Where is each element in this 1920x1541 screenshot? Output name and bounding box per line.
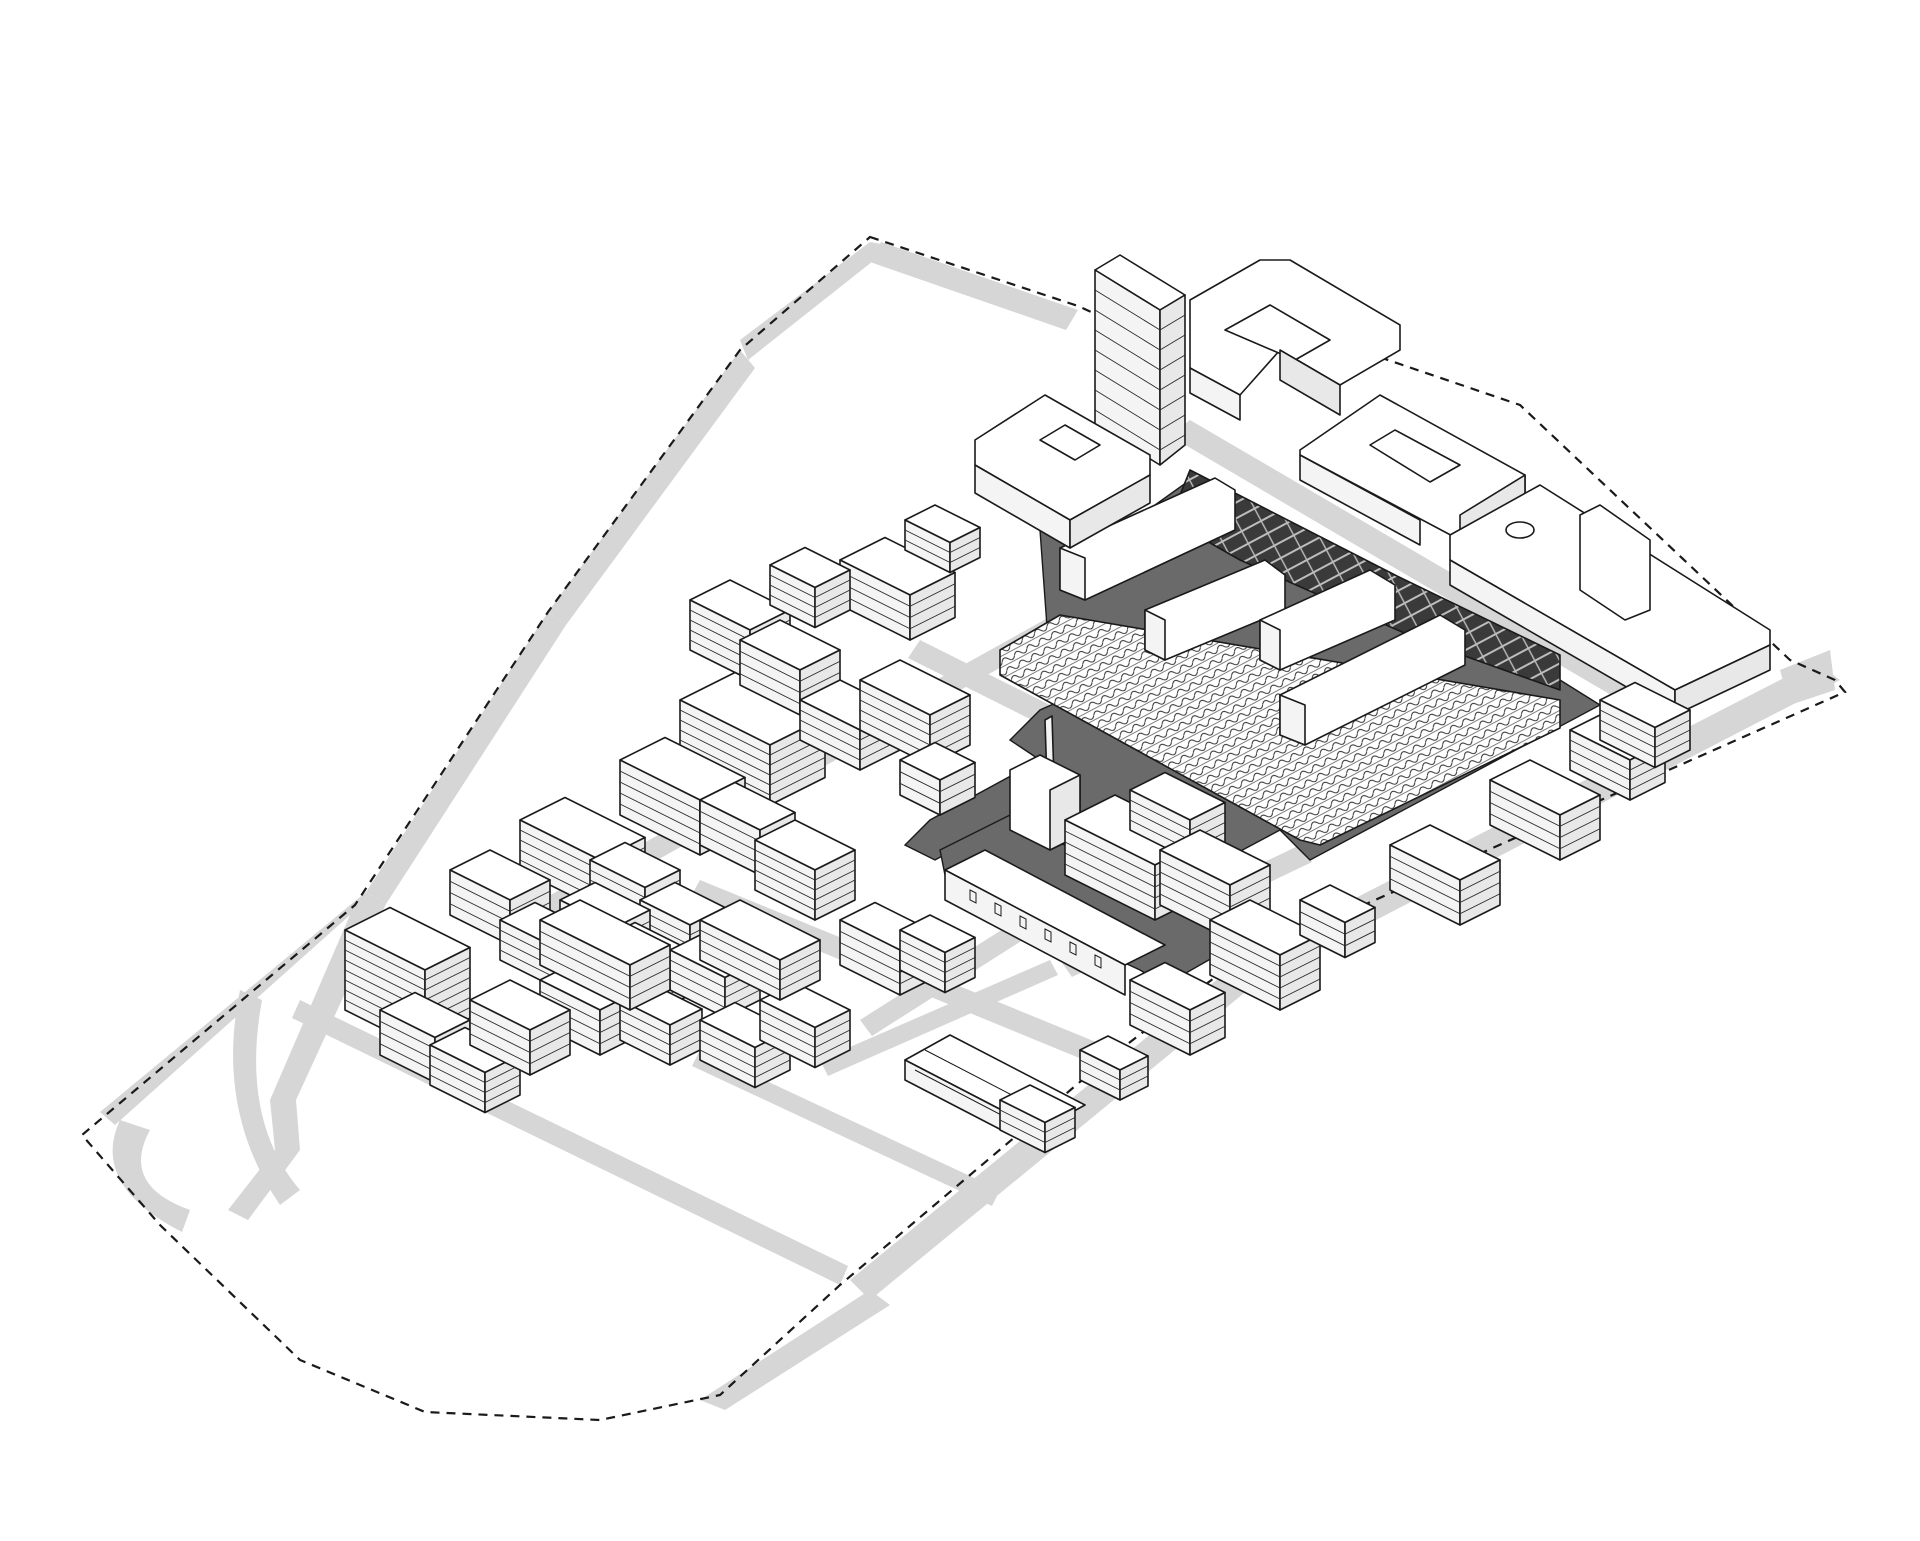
- central-market-hall: [999, 469, 1561, 846]
- courtyard-block-north: [974, 394, 1151, 549]
- courtyard-block-northeast: [1189, 259, 1401, 421]
- site-boundary: [80, 235, 1847, 1422]
- courtyard-block-southeast: [1449, 484, 1771, 716]
- high-rise-tower: [1094, 254, 1186, 466]
- historic-warehouse: [944, 849, 1166, 996]
- residential-blocks: [344, 504, 1691, 1154]
